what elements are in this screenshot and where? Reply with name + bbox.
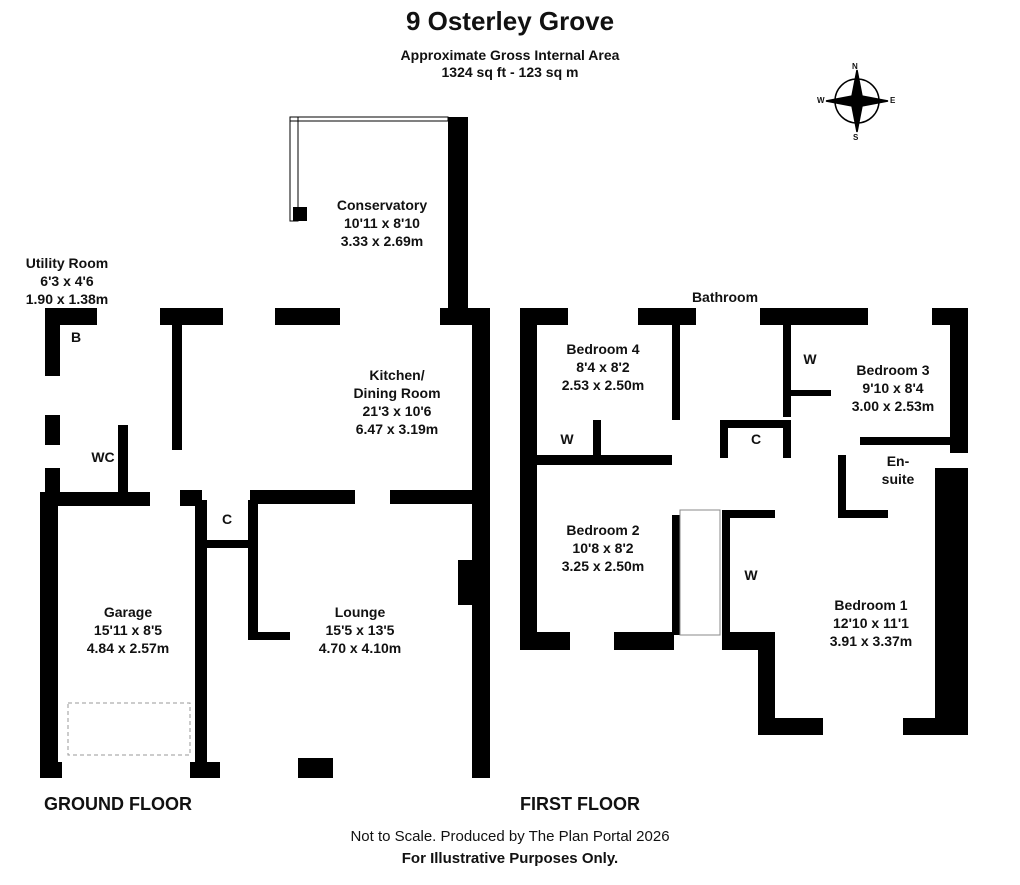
room-bedroom-4: Bedroom 4 8'4 x 8'2 2.53 x 2.50m	[562, 340, 645, 394]
room-metric: 1.90 x 1.38m	[25, 291, 109, 307]
compass-n: N	[852, 62, 858, 71]
room-conservatory: Conservatory 10'11 x 8'10 3.33 x 2.69m	[337, 196, 427, 250]
footer-illustrative: For Illustrative Purposes Only.	[401, 850, 619, 867]
ground-floor-walls	[40, 116, 490, 778]
room-name: Bedroom 4	[566, 341, 640, 357]
compass-e: E	[890, 96, 896, 105]
room-imperial: 6'3 x 4'6	[40, 273, 94, 289]
room-metric: 3.00 x 2.53m	[851, 398, 935, 414]
ground-floor-label: GROUND FLOOR	[44, 794, 192, 814]
compass-rose-icon	[825, 69, 889, 133]
cupboard-marker: C	[221, 511, 233, 527]
room-imperial: 10'8 x 8'2	[572, 540, 634, 556]
room-name: Lounge	[334, 604, 386, 620]
room-bedroom-2: Bedroom 2 10'8 x 8'2 3.25 x 2.50m	[562, 521, 645, 575]
room-imperial: 9'10 x 8'4	[862, 380, 924, 396]
room-kitchen-dining: Kitchen/ Dining Room 21'3 x 10'6 6.47 x …	[353, 366, 440, 438]
wardrobe-marker-bedroom-4: W	[560, 431, 574, 447]
room-name: En-	[886, 453, 910, 469]
wc-marker: WC	[91, 449, 115, 465]
compass-s: S	[853, 133, 859, 142]
first-floor-label: FIRST FLOOR	[520, 794, 640, 814]
room-name-line2: Dining Room	[353, 385, 441, 401]
plan-title: 9 Osterley Grove	[405, 6, 615, 36]
plan-subtitle: Approximate Gross Internal Area	[400, 47, 620, 63]
room-imperial: 10'11 x 8'10	[344, 215, 420, 231]
room-metric: 3.25 x 2.50m	[561, 558, 645, 574]
room-imperial: 21'3 x 10'6	[362, 403, 432, 419]
gross-area: 1324 sq ft - 123 sq m	[441, 64, 579, 80]
boiler-marker: B	[70, 329, 82, 345]
room-name: Utility Room	[25, 255, 109, 271]
room-imperial: 8'4 x 8'2	[576, 359, 630, 375]
room-name: Conservatory	[336, 197, 428, 213]
room-bedroom-1: Bedroom 1 12'10 x 11'1 3.91 x 3.37m	[830, 596, 913, 650]
wardrobe-marker-bedroom-3: W	[803, 351, 817, 367]
room-name: Kitchen/	[369, 367, 425, 383]
room-metric: 4.70 x 4.10m	[318, 640, 402, 656]
compass-w: W	[817, 96, 825, 105]
room-name-line2: suite	[881, 471, 915, 487]
room-name: Garage	[103, 604, 153, 620]
room-metric: 3.33 x 2.69m	[340, 233, 424, 249]
room-name: Bedroom 3	[856, 362, 930, 378]
room-metric: 2.53 x 2.50m	[561, 377, 645, 393]
room-lounge: Lounge 15'5 x 13'5 4.70 x 4.10m	[319, 603, 402, 657]
room-imperial: 12'10 x 11'1	[833, 615, 909, 631]
cupboard-marker-landing: C	[750, 431, 762, 447]
room-metric: 6.47 x 3.19m	[355, 421, 439, 437]
room-imperial: 15'11 x 8'5	[93, 622, 163, 638]
room-metric: 3.91 x 3.37m	[829, 633, 913, 649]
room-imperial: 15'5 x 13'5	[325, 622, 395, 638]
room-name: Bedroom 1	[834, 597, 908, 613]
room-en-suite: En- suite	[882, 452, 915, 488]
room-garage: Garage 15'11 x 8'5 4.84 x 2.57m	[87, 603, 170, 657]
room-bedroom-3: Bedroom 3 9'10 x 8'4 3.00 x 2.53m	[852, 361, 935, 415]
room-utility: Utility Room 6'3 x 4'6 1.90 x 1.38m	[26, 254, 109, 308]
room-name: Bedroom 2	[566, 522, 640, 538]
first-floor-walls	[520, 308, 968, 735]
wardrobe-marker-bedroom-1: W	[744, 567, 758, 583]
room-metric: 4.84 x 2.57m	[86, 640, 170, 656]
footer-disclaimer: Not to Scale. Produced by The Plan Porta…	[350, 828, 670, 845]
room-bathroom: Bathroom	[691, 289, 759, 305]
